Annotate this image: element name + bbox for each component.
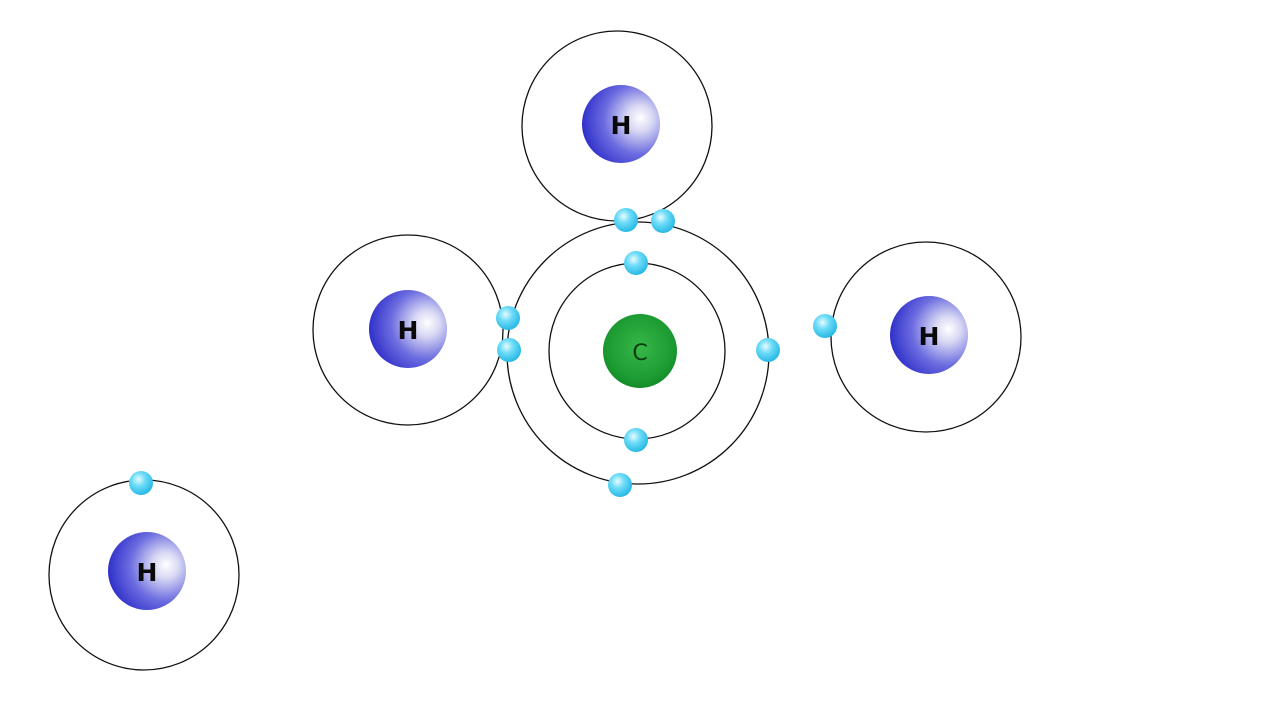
- electron-shared-left-2: [497, 338, 521, 362]
- hydrogen-left-nucleus: [369, 290, 447, 368]
- carbon-label: C: [632, 341, 647, 366]
- hydrogen-right-shell: [830, 241, 1022, 433]
- hydrogen-bottom-left-nucleus: [108, 532, 186, 610]
- electron-hydrogen-right: [813, 314, 837, 338]
- hydrogen-atom-top: H: [521, 30, 713, 222]
- hydrogen-right-nucleus: [890, 296, 968, 374]
- hydrogen-top-nucleus: [582, 85, 660, 163]
- electron-inner-top: [624, 251, 648, 275]
- electron-carbon-bottom: [608, 473, 632, 497]
- hydrogen-atom-bottom-left: H: [48, 479, 240, 671]
- electron-carbon-right: [756, 338, 780, 362]
- hydrogen-left-shell: [312, 234, 504, 426]
- hydrogen-left-label: H: [398, 316, 419, 345]
- carbon-nucleus: [603, 314, 677, 388]
- hydrogen-bottom-left-label: H: [137, 558, 158, 587]
- hydrogen-atom-right: H: [830, 241, 1022, 433]
- hydrogen-atom-left: H: [312, 234, 504, 426]
- hydrogen-top-label: H: [611, 111, 632, 140]
- electron-shared-top-2: [651, 209, 675, 233]
- hydrogen-right-label: H: [919, 322, 940, 351]
- electron-inner-bottom: [624, 428, 648, 452]
- electron-hydrogen-bottom-left: [129, 471, 153, 495]
- electrons: [129, 208, 837, 497]
- electron-shared-top-1: [614, 208, 638, 232]
- electron-shared-left-1: [496, 306, 520, 330]
